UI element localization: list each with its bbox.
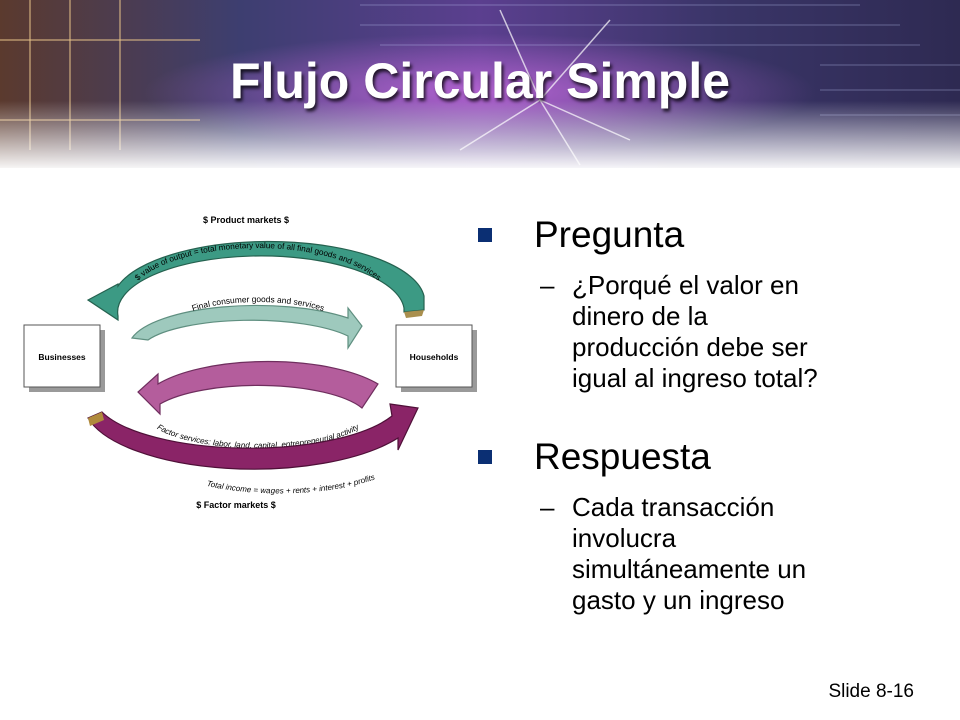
answer-text: – Cada transacción involucra simultáneam… — [478, 492, 938, 616]
question-line: producción debe ser — [572, 332, 808, 362]
households-box — [395, 324, 477, 392]
total-income-label: Total income = wages + rents + interest … — [206, 473, 376, 496]
answer-heading: Respuesta — [534, 436, 711, 477]
question-line: ¿Porqué el valor en — [572, 270, 799, 300]
answer-line: gasto y un ingreso — [572, 585, 785, 615]
dash-marker: – — [540, 492, 555, 522]
title-banner — [0, 0, 960, 168]
square-bullet-icon — [478, 450, 492, 464]
banner-background — [0, 0, 960, 168]
answer-section: Respuesta – Cada transacción involucra s… — [478, 434, 938, 616]
factor-services-arrow — [137, 360, 379, 416]
slide-number: Slide 8-16 — [828, 681, 914, 702]
answer-line: involucra — [572, 523, 677, 553]
businesses-box — [23, 324, 105, 392]
answer-bullet: Respuesta — [478, 434, 938, 480]
output-value-label: $ value of output = total monetary value… — [133, 241, 383, 282]
question-line: dinero de la — [572, 301, 708, 331]
consumer-goods-arrow — [130, 304, 363, 351]
answer-line: simultáneamente un — [572, 554, 807, 584]
question-text: – ¿Porqué el valor en dinero de la produ… — [478, 270, 938, 394]
output-value-arrow — [86, 240, 425, 322]
slide-title: Flujo Circular Simple — [229, 53, 731, 109]
svg-text:$ value of output = total mone: $ value of output = total monetary value… — [133, 241, 383, 282]
svg-text:Total income = wages + rents +: Total income = wages + rents + interest … — [206, 473, 376, 496]
question-bullet: Pregunta — [478, 212, 938, 258]
circular-flow-diagram: $ Product markets $ $ value of output = … — [23, 215, 477, 510]
question-section: Pregunta – ¿Porqué el valor en dinero de… — [478, 212, 938, 394]
households-label: Households — [410, 352, 459, 362]
bullet-list: Pregunta – ¿Porqué el valor en dinero de… — [478, 212, 938, 616]
total-income-arrow — [87, 403, 419, 470]
dash-marker: – — [540, 270, 555, 300]
question-line: igual al ingreso total? — [572, 363, 818, 393]
question-heading: Pregunta — [534, 214, 685, 255]
factor-markets-label: $ Factor markets $ — [196, 500, 276, 510]
answer-line: Cada transacción — [572, 492, 775, 522]
product-markets-label: $ Product markets $ — [203, 215, 289, 225]
square-bullet-icon — [478, 228, 492, 242]
businesses-label: Businesses — [38, 352, 86, 362]
